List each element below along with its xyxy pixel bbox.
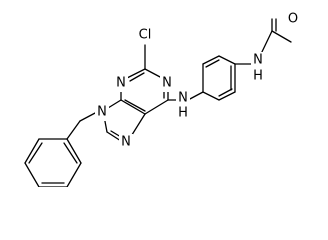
bond-c2-n3 [126,68,146,79]
n1-atom-label: N [162,76,172,91]
bond-c2-n3-double [129,72,145,82]
bond-benzyl-6 [66,138,82,164]
amide-hydrogen-atom-label: H [253,69,263,84]
bond-carbonyl-nitrogen [259,30,273,57]
bond-c8-n7 [106,131,122,142]
bond-c5-c6 [144,99,169,115]
amide-nitrogen-atom-label: N [253,53,263,68]
n3-atom-label: N [116,76,126,91]
n3-label-background [114,75,128,92]
n1-label-background [160,75,174,92]
amine-hydrogen-atom-label: H [178,106,188,121]
n9-label-background [95,104,109,121]
atom-label-layer: O N H Cl N N N N N H [95,10,301,151]
oxygen-atom-label: O [288,12,298,27]
bond-methyl-carbonyl [271,30,292,43]
amine-nitrogen-label-background [176,90,190,107]
bond-phenylene-2 [202,55,220,65]
bond-phenyl-amine [187,91,204,101]
bond-benzyl-5 [66,162,82,187]
bond-benzyl-inner-1 [28,142,43,164]
bond-c4-c5 [120,99,146,115]
bond-c4-c5-double [124,99,146,112]
bond-phenylene-1 [218,55,236,65]
amide-nitrogen-label-background [251,52,265,69]
chlorine-atom-label: Cl [139,28,152,43]
chlorine-label-background [133,27,157,44]
bond-c4-n9 [107,99,122,109]
bond-n9-ch2 [79,111,98,122]
bond-benzyl-2 [24,138,40,164]
bond-benzyl-inner-3 [63,142,78,164]
amide-hydrogen-label-background [251,69,265,84]
chemical-structure-diagram: O N H Cl N N N N N H [24,10,301,187]
bond-layer [24,18,292,187]
bond-phenylene-inner-1 [205,59,220,68]
bond-phenylene-inner-2 [218,88,233,97]
bond-ch2-phenyl [66,120,81,140]
amine-nitrogen-atom-label: N [178,91,188,106]
bond-phenylene-5 [218,91,236,101]
amine-hydrogen-label-background [176,106,190,121]
n9-atom-label: N [97,105,107,120]
bond-n1-c2 [144,68,163,79]
bond-phenylene-4 [202,91,220,101]
n7-atom-label: N [121,135,131,150]
bond-benzyl-3 [24,162,40,187]
n7-label-background [119,134,133,151]
oxygen-label-background [285,10,301,27]
